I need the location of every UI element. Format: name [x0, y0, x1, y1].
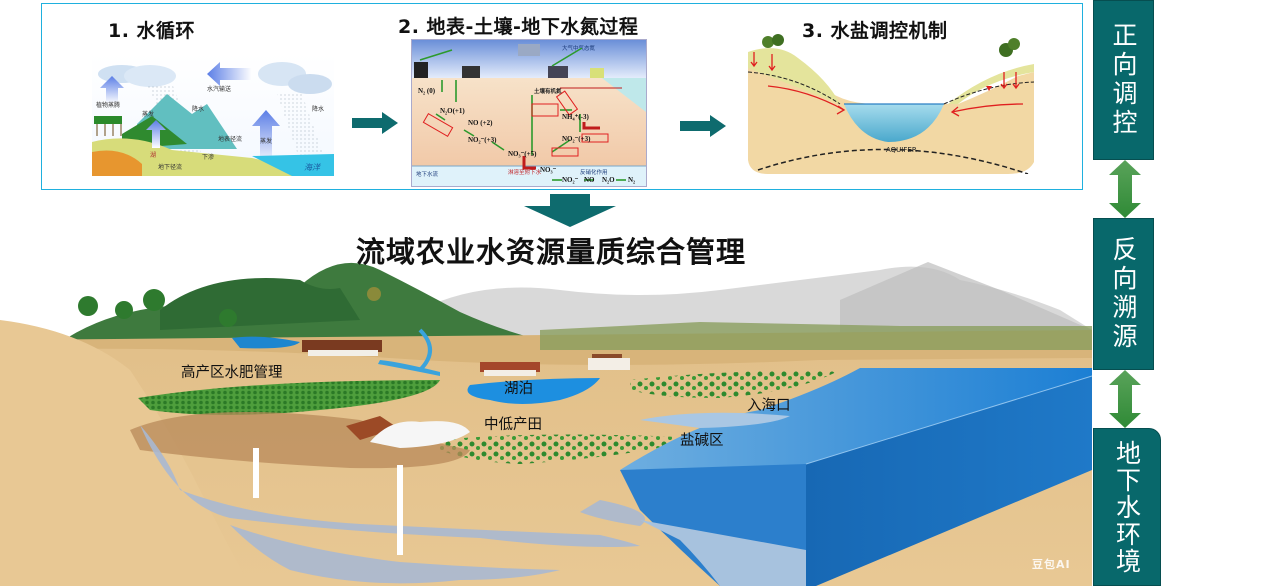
double-arrow-icon: [1109, 160, 1141, 218]
gw-n2o: N₂O: [602, 176, 615, 184]
box-forward-regulation: 正向调控: [1093, 0, 1154, 160]
species-no2-right: NO₂⁻(+3): [562, 135, 591, 143]
label-leach-gw: 淋溶至附下水: [508, 170, 542, 176]
gw-no3: NO₃⁻: [540, 166, 557, 174]
panel-title-water-salt: 3. 水盐调控机制: [802, 20, 948, 42]
label-precipitation: 降水: [192, 106, 205, 113]
panel-title-nitrogen: 2. 地表-土壤-地下水氮过程: [398, 16, 639, 38]
water-cycle-image: 植物蒸腾 蒸发 降水 水汽输送 降水 蒸发 地表径流 下渗 地下径流 湖 海洋: [92, 54, 334, 176]
label-lake: 湖: [150, 152, 157, 159]
aquifer-label: AQUIFER: [886, 146, 917, 154]
label-low-yield-field: 中低产田: [484, 417, 542, 433]
box-groundwater-environment: 地下水环境: [1093, 428, 1161, 586]
label-infiltration: 下渗: [202, 154, 215, 161]
palm-trees: [78, 287, 381, 327]
gw-no: NO: [584, 176, 595, 184]
label-forward-regulation: 正向调控: [1109, 22, 1138, 138]
label-groundwater-flow: 地下径流: [158, 164, 183, 171]
label-transpiration: 植物蒸腾: [96, 102, 121, 109]
box-reverse-tracing: 反向溯源: [1093, 218, 1154, 370]
label-evaporation-sea: 蒸发: [260, 138, 273, 145]
water-salt-image: AQUIFER: [748, 32, 1034, 174]
panel-title-water-cycle: 1. 水循环: [108, 20, 196, 42]
label-evaporation: 蒸发: [142, 111, 155, 118]
watershed-landscape-illustration: [0, 262, 1092, 586]
gw-no2: NO₂⁻: [562, 176, 579, 184]
nitrogen-process-image: N₂ (0) N₂O(+1) NO (+2) NO₂⁻(+3) NO₃⁻(+5)…: [411, 39, 647, 187]
label-ocean: 海洋: [304, 163, 320, 172]
arrow-right-icon: [352, 112, 398, 134]
main-title: 流域农业水资源量质综合管理: [356, 235, 747, 269]
species-n2o: N₂O(+1): [440, 107, 465, 115]
arrow-down-icon: [524, 194, 616, 227]
water-salt-illustration: [748, 34, 1034, 174]
gw-n2: N₂: [628, 176, 636, 184]
label-estuary: 入海口: [747, 398, 791, 414]
label-groundwater-environment: 地下水环境: [1112, 439, 1142, 575]
label-vapor-transport: 水汽输送: [207, 86, 232, 93]
water-cycle-illustration: [92, 54, 334, 176]
label-atmos-n: 大气中气态氮: [562, 46, 596, 52]
label-precipitation-sea: 降水: [312, 106, 325, 113]
label-denitrification: 反硝化作用: [580, 170, 608, 176]
label-surface-runoff: 地表径流: [218, 136, 243, 143]
species-n2: N₂ (0): [418, 87, 436, 95]
label-high-yield-zone: 高产区水肥管理: [181, 365, 283, 381]
species-no2: NO₂⁻(+3): [468, 136, 497, 144]
label-reverse-tracing: 反向溯源: [1109, 236, 1138, 352]
label-gw-flow: 地下水流: [416, 172, 439, 178]
label-lake: 湖泊: [504, 381, 533, 397]
double-arrow-icon: [1109, 370, 1141, 428]
label-saline-alkali-zone: 盐碱区: [680, 433, 724, 449]
watermark: 豆包AI: [1032, 558, 1071, 571]
label-soil-organic-n: 土壤有机氮: [534, 89, 562, 95]
process-frame: 1. 水循环: [41, 3, 1083, 190]
species-no3: NO₃⁻(+5): [508, 150, 537, 158]
species-no: NO (+2): [468, 119, 493, 127]
species-nh4: NH₄⁺(-3): [562, 113, 589, 121]
nitrogen-illustration: [412, 40, 646, 186]
arrow-right-icon: [680, 115, 726, 137]
